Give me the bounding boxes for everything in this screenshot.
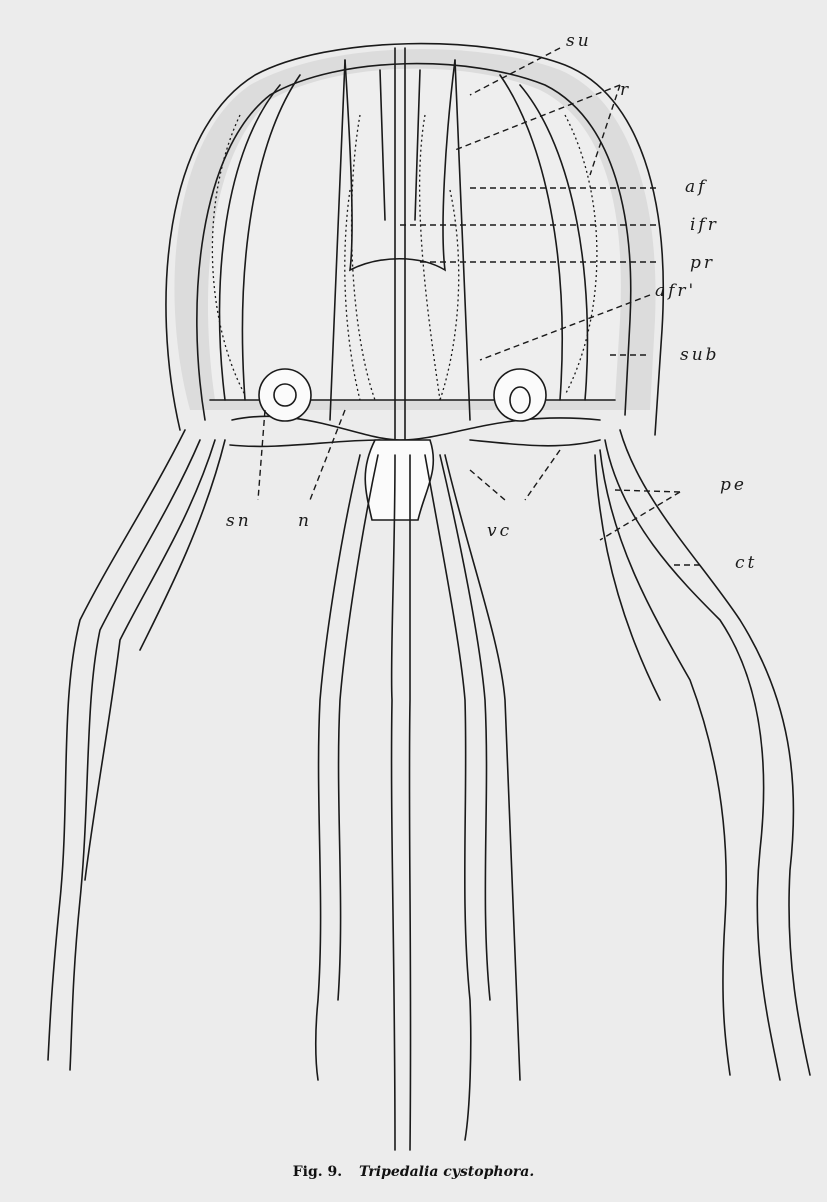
label-sn: sn bbox=[226, 511, 252, 531]
label-afr-prime: afr' bbox=[655, 281, 696, 301]
label-su: su bbox=[566, 31, 592, 51]
species-name: Tripedalia cystophora. bbox=[359, 1164, 534, 1180]
figure-number: Fig. 9. bbox=[293, 1164, 342, 1180]
label-r: r bbox=[620, 80, 631, 100]
label-pr: pr bbox=[690, 253, 715, 273]
label-af: af bbox=[685, 177, 707, 197]
figure-caption: Fig. 9. Tripedalia cystophora. bbox=[0, 1164, 827, 1180]
label-pe: pe bbox=[720, 475, 747, 495]
label-ct: ct bbox=[735, 553, 757, 573]
label-ifr: ifr bbox=[690, 215, 719, 235]
label-n: n bbox=[298, 511, 312, 531]
label-sub: sub bbox=[680, 345, 720, 365]
label-vc: vc bbox=[487, 521, 512, 541]
